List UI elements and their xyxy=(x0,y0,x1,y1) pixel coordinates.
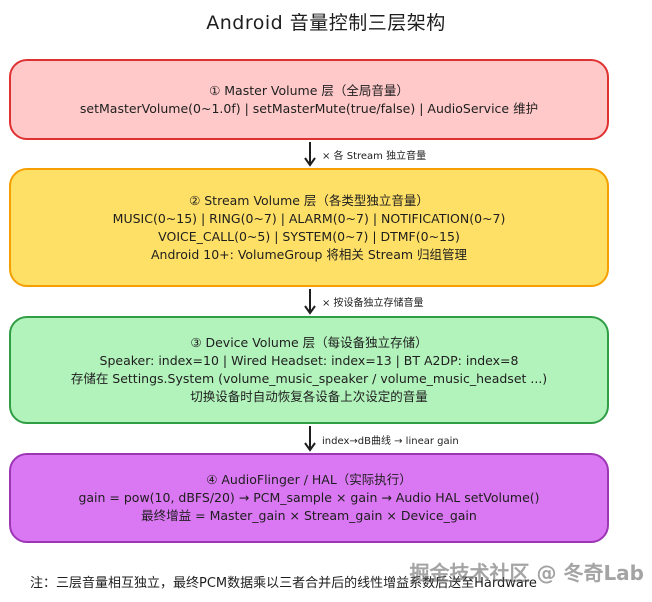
down-arrow-1 xyxy=(304,142,316,167)
audioflinger-heading: ④ AudioFlinger / HAL（实际执行） xyxy=(206,472,412,487)
stream-volume-line-3: Android 10+: VolumeGroup 将相关 Stream 归组管理 xyxy=(150,246,468,262)
audioflinger-hal-layer-box: ④ AudioFlinger / HAL（实际执行） gain = pow(10… xyxy=(9,453,609,543)
arrow-label-1: × 各 Stream 独立音量 xyxy=(322,151,427,162)
watermark: 掘金技术社区 @ 冬奇Lab xyxy=(409,561,644,585)
down-arrow-2 xyxy=(304,289,316,315)
arrow-label-3: index→dB曲线 → linear gain xyxy=(322,436,459,447)
device-volume-line-1: Speaker: index=10 | Wired Headset: index… xyxy=(99,353,519,368)
device-volume-heading: ③ Device Volume 层（每设备独立存储） xyxy=(190,335,428,350)
diagram-title: Android 音量控制三层架构 xyxy=(206,12,446,34)
master-volume-line-1: setMasterVolume(0~1.0f) | setMasterMute(… xyxy=(79,100,539,116)
device-volume-line-2: 存储在 Settings.System (volume_music_speake… xyxy=(70,371,548,386)
stream-volume-line-2: VOICE_CALL(0~5) | SYSTEM(0~7) | DTMF(0~1… xyxy=(158,228,460,244)
down-arrow-3 xyxy=(304,426,316,452)
audioflinger-line-1: gain = pow(10, dBFS/20) → PCM_sample × g… xyxy=(78,490,540,505)
master-volume-heading: ① Master Volume 层（全局音量） xyxy=(209,82,409,98)
audioflinger-line-2: 最终增益 = Master_gain × Stream_gain × Devic… xyxy=(141,508,477,523)
stream-volume-line-1: MUSIC(0~15) | RING(0~7) | ALARM(0~7) | N… xyxy=(112,210,506,226)
master-volume-layer-box: ① Master Volume 层（全局音量） setMasterVolume(… xyxy=(9,59,609,140)
stream-volume-heading: ② Stream Volume 层（各类型独立音量） xyxy=(189,192,429,208)
stream-volume-layer-box: ② Stream Volume 层（各类型独立音量） MUSIC(0~15) |… xyxy=(9,168,609,287)
device-volume-line-3: 切换设备时自动恢复各设备上次设定的音量 xyxy=(190,389,428,404)
arrow-label-2: × 按设备独立存储音量 xyxy=(322,298,424,309)
footnote: 注：三层音量相互独立，最终PCM数据乘以三者合并后的线性增益系数后送至Hardw… xyxy=(30,576,537,591)
device-volume-layer-box: ③ Device Volume 层（每设备独立存储） Speaker: inde… xyxy=(9,316,609,424)
